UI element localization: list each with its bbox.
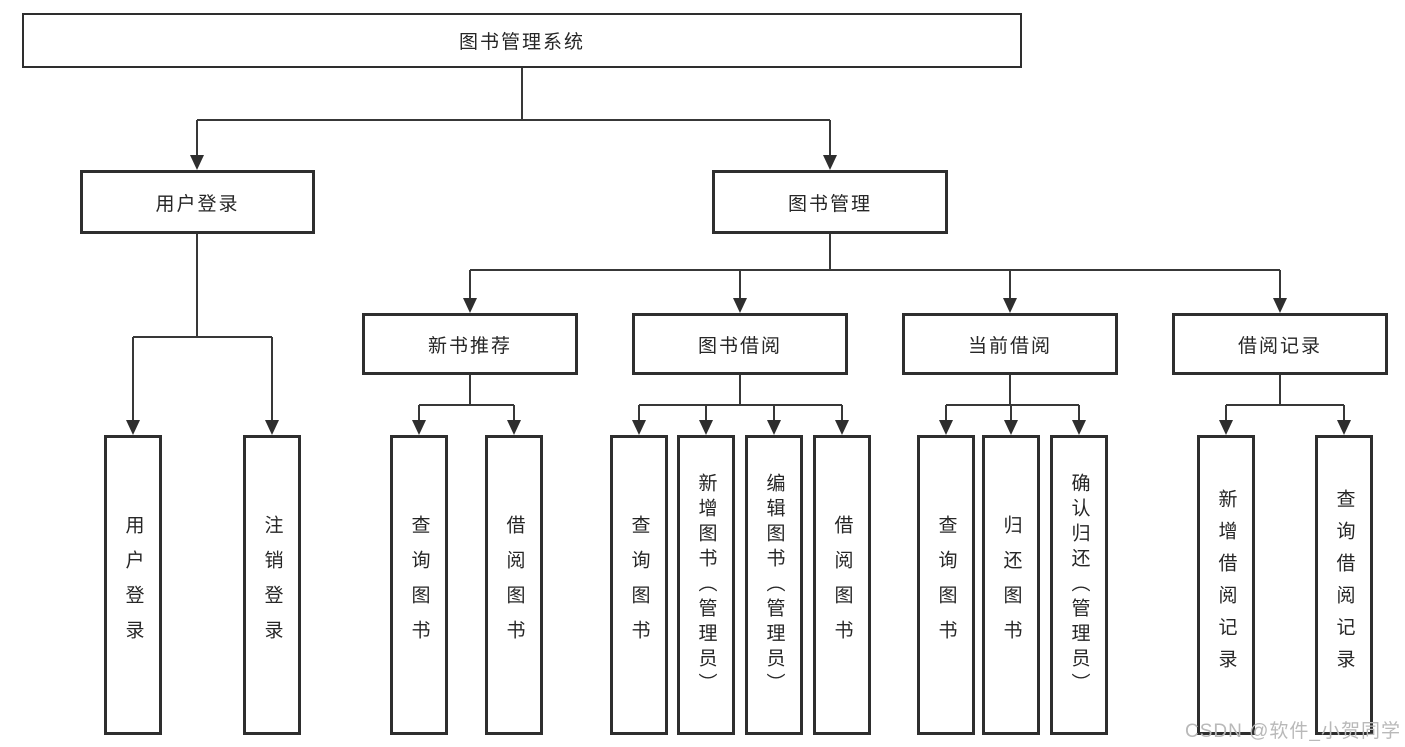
node-current-borrowing-label: 当前借阅 xyxy=(967,335,1052,357)
leaf-query-books-recommend-label: 查询图书 xyxy=(408,515,430,655)
leaf-borrow-books-recommend-label: 借阅图书 xyxy=(503,515,525,655)
node-book-management-branch: 图书管理 xyxy=(712,170,948,234)
leaf-add-books-admin: 新增图书（管理员） xyxy=(677,435,735,735)
node-user-login-branch: 用户登录 xyxy=(80,170,315,234)
node-current-borrowing: 当前借阅 xyxy=(902,313,1118,375)
leaf-user-login: 用户登录 xyxy=(104,435,162,735)
leaf-query-books-current-label: 查询图书 xyxy=(935,515,957,655)
leaf-query-books-borrowing-label: 查询图书 xyxy=(628,515,650,655)
leaf-return-books: 归还图书 xyxy=(982,435,1040,735)
leaf-logout-label: 注销登录 xyxy=(261,515,283,655)
node-user-login-branch-label: 用户登录 xyxy=(155,193,240,215)
leaf-edit-books-admin: 编辑图书（管理员） xyxy=(745,435,803,735)
node-book-borrowing-label: 图书借阅 xyxy=(697,335,782,357)
leaf-add-borrow-record: 新增借阅记录 xyxy=(1197,435,1255,735)
leaf-query-borrow-record: 查询借阅记录 xyxy=(1315,435,1373,735)
node-borrowing-records: 借阅记录 xyxy=(1172,313,1388,375)
leaf-confirm-return-admin: 确认归还（管理员） xyxy=(1050,435,1108,735)
node-borrowing-records-label: 借阅记录 xyxy=(1237,335,1322,357)
leaf-borrow-books-recommend: 借阅图书 xyxy=(485,435,543,735)
leaf-edit-books-admin-label: 编辑图书（管理员） xyxy=(763,472,785,698)
leaf-query-books-borrowing: 查询图书 xyxy=(610,435,668,735)
node-new-book-recommend-label: 新书推荐 xyxy=(427,335,512,357)
node-book-borrowing: 图书借阅 xyxy=(632,313,848,375)
leaf-confirm-return-admin-label: 确认归还（管理员） xyxy=(1068,472,1090,698)
leaf-query-books-recommend: 查询图书 xyxy=(390,435,448,735)
leaf-return-books-label: 归还图书 xyxy=(1000,515,1022,655)
node-root-system: 图书管理系统 xyxy=(22,13,1022,68)
leaf-user-login-label: 用户登录 xyxy=(122,515,144,655)
leaf-add-borrow-record-label: 新增借阅记录 xyxy=(1215,489,1237,681)
node-new-book-recommend: 新书推荐 xyxy=(362,313,578,375)
leaf-logout: 注销登录 xyxy=(243,435,301,735)
node-root-label: 图书管理系统 xyxy=(458,32,585,53)
leaf-query-books-current: 查询图书 xyxy=(917,435,975,735)
node-book-management-branch-label: 图书管理 xyxy=(787,193,872,215)
leaf-query-borrow-record-label: 查询借阅记录 xyxy=(1333,489,1355,681)
leaf-borrow-books-borrowing: 借阅图书 xyxy=(813,435,871,735)
leaf-borrow-books-borrowing-label: 借阅图书 xyxy=(831,515,853,655)
leaf-add-books-admin-label: 新增图书（管理员） xyxy=(695,472,717,698)
csdn-watermark: CSDN @软件_小贺同学 xyxy=(1185,721,1401,742)
